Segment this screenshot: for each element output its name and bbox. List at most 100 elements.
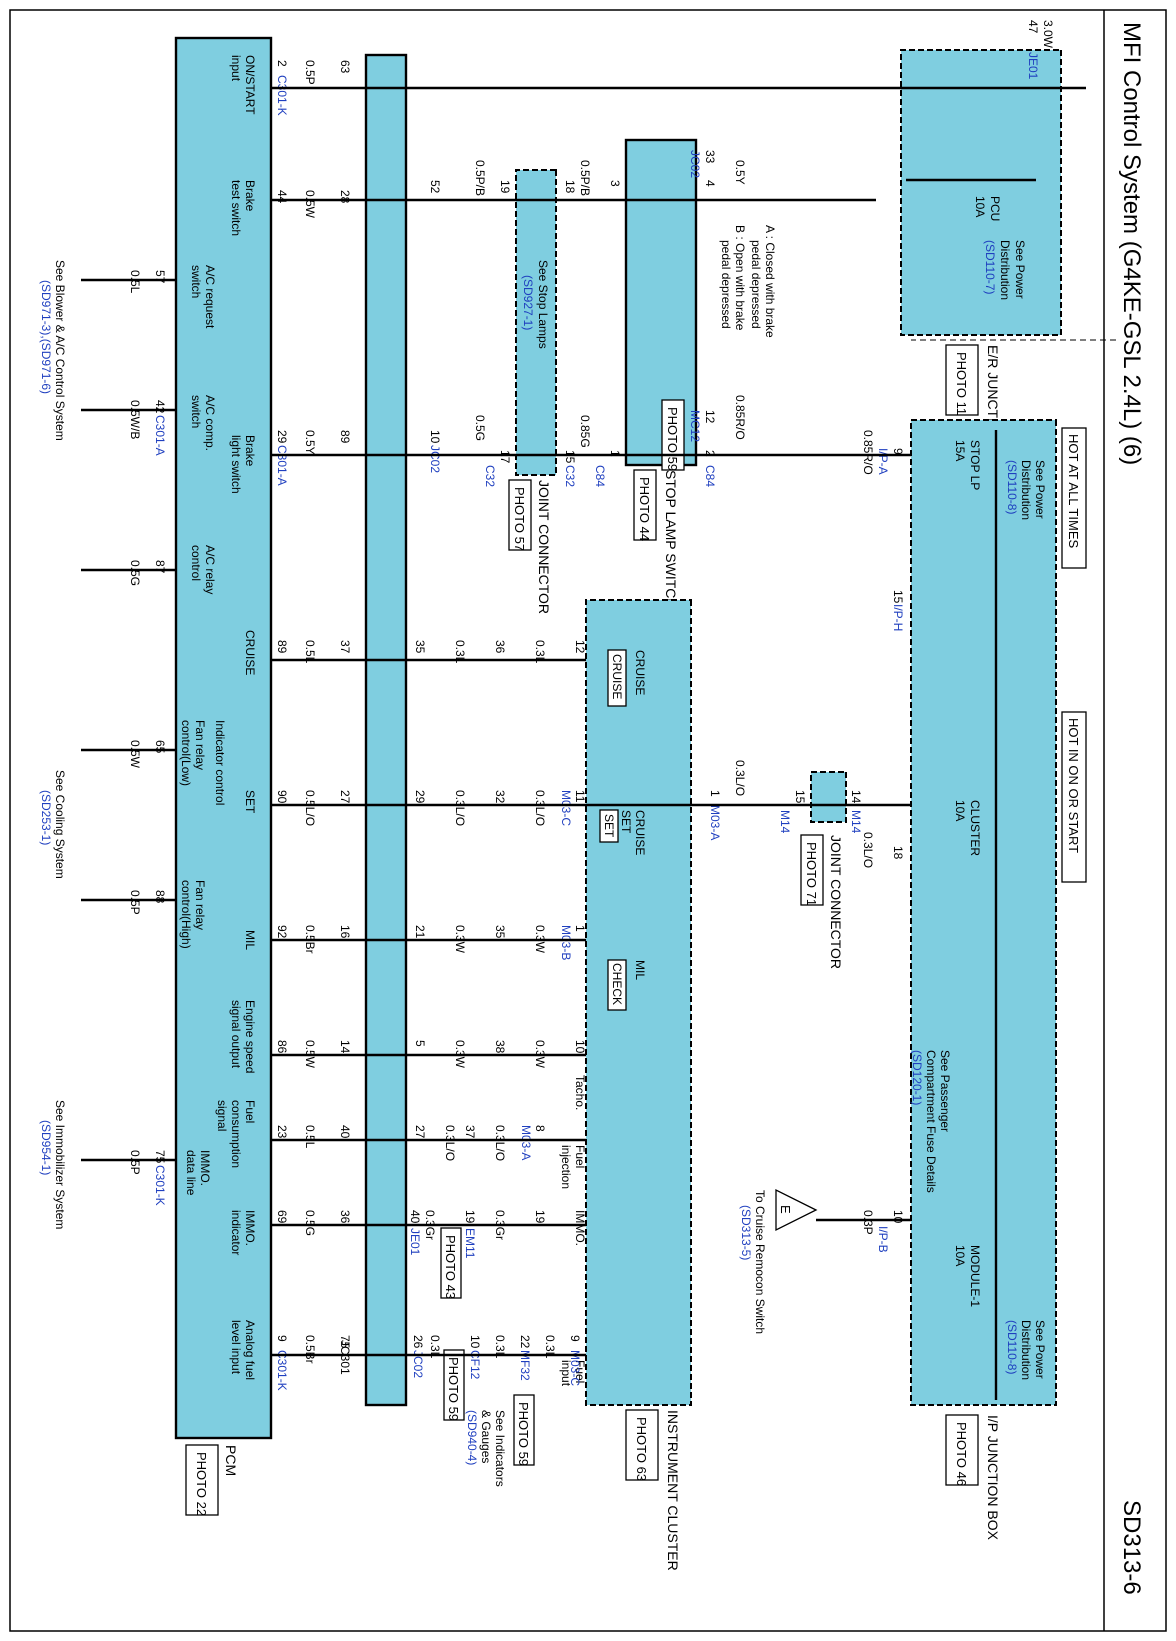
conn-mc12: MC12 (688, 410, 702, 442)
stop-lamp-switch (624, 138, 698, 467)
conn-c84-a: C84 (703, 465, 717, 487)
t-pin-10: 10 (573, 1040, 587, 1054)
m-pin-21: 21 (413, 925, 427, 939)
check-badge (607, 959, 627, 1011)
wire-085ro-a: 0.85R/O (861, 430, 875, 475)
cruise-set-label: CRUISE (633, 810, 647, 855)
pin-2b: 2 (275, 60, 289, 67)
pin-4: 4 (703, 180, 717, 187)
f-pin-27: 27 (413, 1125, 427, 1139)
cruise-badge (607, 649, 627, 707)
check-badge-text: CHECK (610, 963, 624, 1005)
er-photo-tag (945, 344, 979, 416)
pcm-fuel-cons-3: signal (215, 1100, 229, 1131)
pcm-ac-comp-2: switch (189, 395, 203, 428)
pin-15h: 15 (891, 590, 905, 604)
pin-18b: 18 (563, 180, 577, 194)
conn-em11: EM11 (463, 1228, 477, 1259)
pcm-analog-fuel-1: Analog fuel (243, 1320, 257, 1380)
pcm-on-start-2: input (229, 55, 243, 82)
conn-jc02-a: JC02 (688, 150, 702, 178)
c-pin-35: 35 (413, 640, 427, 654)
pin-44: 44 (275, 190, 289, 204)
conn-m03-a-2: M03-A (519, 1125, 533, 1160)
pin-28: 28 (338, 190, 352, 204)
cluster-photo-tag (625, 1409, 659, 1481)
f-wire-05l: 0.5L (303, 1125, 317, 1149)
conn-jc02-b: JC02 (428, 445, 442, 473)
conn-m03-c-2: M03-C (568, 1350, 582, 1386)
ip-box-label: I/P JUNCTION BOX (985, 1415, 1001, 1541)
a-pin-22: 22 (518, 1335, 532, 1349)
pin-29: 29 (275, 430, 289, 444)
pcm-immo-ind-1: IMMO. (243, 1210, 257, 1246)
em11-photo-tag (440, 1227, 462, 1299)
pcm-cruise: CRUISE (243, 630, 257, 675)
mf32-photo-label: PHOTO 59 (516, 1402, 531, 1466)
i-pin-36: 36 (338, 1210, 352, 1224)
wire-05p-c: 0.5P (128, 1150, 142, 1175)
harness-jc301 (364, 53, 408, 1407)
stop-fuse-name: STOP LP (968, 440, 982, 490)
pcm-on-start-1: ON/START (243, 55, 257, 115)
a-pin-10: 10 (468, 1335, 482, 1349)
a-pin-75: 75 (338, 1335, 352, 1349)
wire-085ro-b: 0.85R/O (733, 395, 747, 440)
ref-immobilizer-a: See Immobilizer System (53, 1100, 67, 1229)
pcm-ac-relay-1: A/C relay (203, 545, 217, 594)
pcm-immo-1: IMMO. (198, 1150, 212, 1186)
joint14-photo-tag (800, 834, 824, 906)
cf12-photo-tag (443, 1349, 465, 1421)
wire-05pb: 0.5P/B (578, 160, 592, 196)
pin-63: 63 (338, 60, 352, 74)
ref-indicators-a: See Indicators (493, 1410, 507, 1487)
pin-15: 15 (563, 450, 577, 464)
ref-cruise-remocon-a: To Cruise Remocon Switch (753, 1190, 767, 1334)
f-wire-03lo-2: 0.3L/O (443, 1125, 457, 1161)
ref-immobilizer-b: (SD954-1) (39, 1120, 53, 1175)
ref-power-110-8b-c: (SD110-8) (1005, 1320, 1019, 1374)
conn-cf12: CF12 (468, 1350, 482, 1380)
mc12-photo-tag (661, 399, 685, 471)
ref-stop-lamps-b: (SD927-1) (521, 275, 535, 330)
pin-75: 75 (153, 1150, 167, 1164)
fuel-input-label-2: input (559, 1360, 573, 1387)
ref-blower-b: (SD971-3),(SD971-6) (39, 280, 53, 394)
wire-05l-a: 0.5L (128, 270, 142, 294)
pcm-ac-comp-1: A/C comp. (203, 395, 217, 451)
cluster-fuse-rating: 10A (953, 800, 967, 821)
pin-33: 33 (703, 150, 717, 164)
switch-note-b2: pedal depressed (719, 240, 733, 329)
ref-indicators-c: (SD940-4) (465, 1410, 479, 1465)
fuel-inj-label-2: injection (559, 1145, 573, 1189)
pcm-fan-low-1: Fan relay (193, 720, 207, 770)
cluster-label: INSTRUMENT CLUSTER (665, 1410, 681, 1571)
f-pin-23: 23 (275, 1125, 289, 1139)
pcu-fuse-rating: 10A (973, 196, 987, 217)
cluster-fuse-name: CLUSTER (968, 800, 982, 856)
conn-je01-b: JE01 (408, 1228, 422, 1256)
c-pin-89: 89 (275, 640, 289, 654)
ref-passenger-b: Compartment Fuse Details (924, 1050, 938, 1193)
t-pin-86: 86 (275, 1040, 289, 1054)
a-pin-26: 26 (411, 1335, 425, 1349)
pcm-brake-test-2: test switch (229, 180, 243, 236)
t-pin-14: 14 (338, 1040, 352, 1054)
m-pin-35: 35 (493, 925, 507, 939)
hot-all-times-tag (1061, 427, 1087, 569)
conn-m03-c-1: M03-C (559, 790, 573, 826)
i-pin-19: 19 (533, 1210, 547, 1224)
pcm-immo-2: data line (184, 1150, 198, 1196)
mil-label: MIL (633, 960, 647, 980)
ip-photo-label: PHOTO 46 (954, 1422, 969, 1486)
c-pin-36: 36 (493, 640, 507, 654)
i-pin-69: 69 (275, 1210, 289, 1224)
conn-ip-a: I/P-A (876, 448, 890, 475)
ref-power-110-8b-a: See Power (1033, 1320, 1047, 1379)
conn-m14-a: M14 (849, 810, 863, 834)
pcm-ac-request-2: switch (189, 265, 203, 298)
pcm-photo-label: PHOTO 22 (194, 1452, 209, 1516)
pin-14-m14: 14 (849, 790, 863, 804)
s-pin-90: 90 (275, 790, 289, 804)
